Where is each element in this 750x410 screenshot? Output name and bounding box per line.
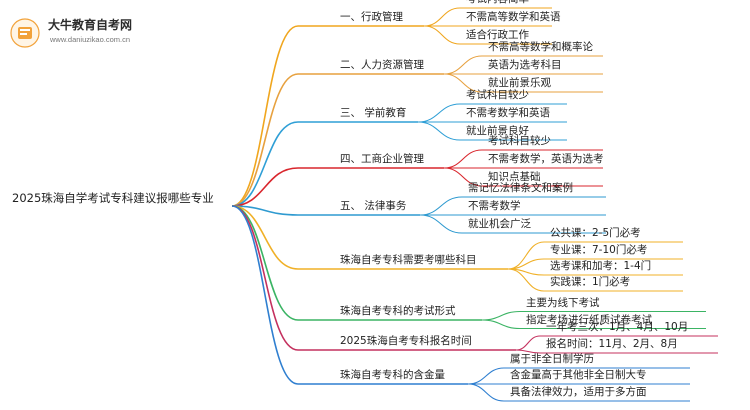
branch-topic: 五、 法律事务 [340, 200, 407, 212]
leaf-topic: 就业前景乐观 [488, 77, 551, 89]
leaf-connector [423, 7, 461, 27]
leaf-topic: 具备法律效力，适用于多方面 [510, 386, 647, 398]
leaf-connector [417, 121, 461, 141]
leaf-topic: 不需考数学，英语为选考 [488, 153, 604, 165]
leaf-connector [481, 319, 521, 330]
leaf-topic: 实践课：1门必考 [550, 276, 631, 288]
leaf-topic: 不需考数学 [468, 200, 521, 212]
branch-topic: 三、 学前教育 [340, 107, 407, 119]
leaf-topic: 指定考场进行纸质试卷考试 [526, 313, 652, 326]
leaf-connector [417, 103, 461, 123]
leaf-topic: 考试科目较少 [488, 135, 551, 147]
branch-connector [231, 205, 299, 321]
leaf-topic: 不需考数学和英语 [466, 107, 550, 119]
leaf-topic: 就业机会广泛 [468, 218, 531, 230]
leaf-connector [419, 214, 463, 234]
leaf-topic: 就业前景良好 [466, 125, 529, 137]
root-topic: 2025珠海自学考试专科建议报哪些专业 [12, 191, 214, 205]
leaf-topic: 属于非全日制学历 [510, 353, 594, 365]
leaf-connector [443, 149, 483, 169]
logo-icon [10, 18, 40, 48]
branch-connector [231, 205, 299, 216]
leaf-topic: 英语为选考科目 [488, 59, 562, 71]
leaf-topic: 公共课：2-5门必考 [550, 227, 641, 239]
branch-topic: 一、行政管理 [340, 11, 403, 23]
leaf-connector [443, 167, 483, 187]
leaf-topic: 主要为线下考试 [526, 296, 600, 309]
branch-connector [231, 205, 299, 351]
branch-topic: 2025珠海自考专科报名时间 [340, 335, 472, 347]
leaf-topic: 报名时间：11月、2月、8月 [546, 338, 678, 350]
branch-topic: 珠海自考专科的含金量 [340, 369, 445, 381]
leaf-connector [515, 349, 541, 354]
branch-topic: 二、人力资源管理 [340, 59, 424, 71]
leaf-connector [515, 335, 541, 351]
branch-topic: 四、工商企业管理 [340, 153, 424, 165]
leaf-topic: 一年考三次：1月、4月、10月 [546, 321, 689, 333]
leaf-topic: 含金量高于其他非全日制大专 [510, 369, 647, 381]
leaf-topic: 适合行政工作 [466, 29, 529, 41]
branch-topic: 珠海自考专科的考试形式 [340, 305, 456, 317]
leaf-topic: 需记忆法律条文和案例 [468, 182, 573, 194]
brand-name: 大牛教育自考网 [48, 18, 133, 32]
brand-url: www.daniuzikao.com.cn [50, 35, 131, 44]
branch-connector [231, 205, 299, 270]
leaf-connector [481, 310, 521, 321]
branch-connector [231, 205, 299, 385]
leaf-connector [467, 367, 505, 385]
leaf-topic: 选考课和加考：1-4门 [550, 260, 652, 272]
branch-connector [231, 73, 299, 207]
leaf-connector [507, 268, 545, 292]
leaf-connector [423, 25, 461, 45]
leaf-connector [443, 73, 483, 93]
branch-connector [231, 25, 299, 207]
leaf-topic: 不需高等数学和英语 [466, 11, 561, 23]
branch-connector [231, 121, 299, 207]
leaf-connector [419, 196, 463, 216]
leaf-topic: 知识点基础 [488, 171, 541, 183]
leaf-topic: 专业课：7-10门必考 [550, 244, 648, 256]
branch-topic: 珠海自考专科需要考哪些科目 [340, 254, 477, 266]
leaf-connector [443, 55, 483, 75]
leaf-connector [507, 241, 545, 270]
leaf-connector [467, 383, 505, 402]
branch-connector [231, 167, 299, 207]
leaf-topic: 不需高等数学和概率论 [488, 41, 593, 53]
leaf-topic: 考试科目较少 [466, 89, 529, 101]
leaf-topic: 考试内容简单 [466, 0, 529, 6]
